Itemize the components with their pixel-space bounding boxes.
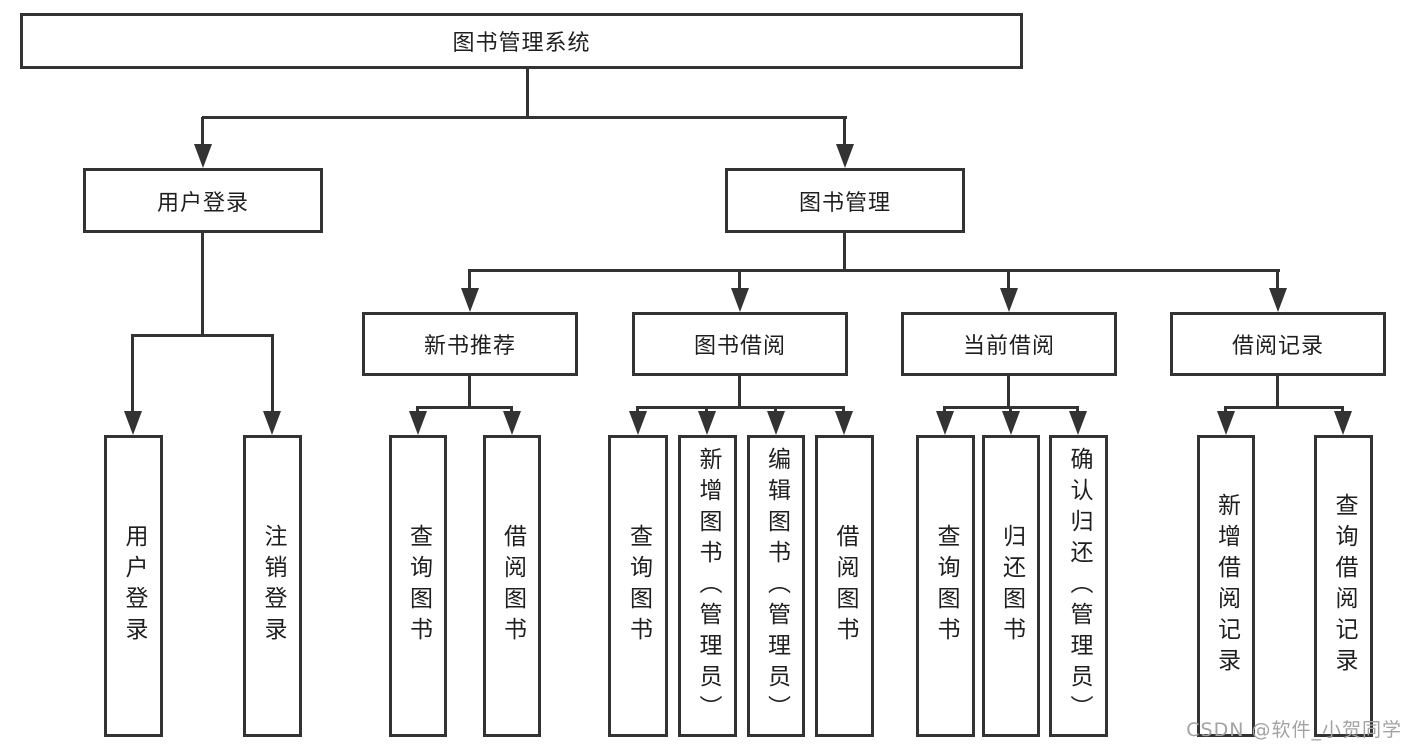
connector-line [738, 376, 741, 408]
connector-line [738, 270, 741, 290]
arrow-down-icon [836, 144, 854, 168]
node-label: 确认归还（管理员） [1066, 446, 1092, 726]
leaf-borrow-books: 借阅图书 [483, 435, 541, 737]
node-label: 新书推荐 [423, 334, 516, 359]
node-label: 新增借阅记录 [1213, 493, 1240, 679]
node-label: 用户登录 [121, 524, 147, 648]
node-label: 借阅记录 [1231, 334, 1324, 359]
connector-line [636, 406, 639, 413]
node-label: 归还图书 [998, 524, 1025, 648]
arrow-down-icon [194, 144, 212, 168]
node-label: 新增图书（管理员） [695, 446, 721, 726]
node-label: 用户登录 [156, 190, 249, 216]
node-user-login: 用户登录 [83, 168, 323, 233]
connector-line [1007, 270, 1010, 290]
connector-line [131, 335, 134, 413]
arrow-down-icon [1069, 411, 1087, 435]
arrow-down-icon [1269, 288, 1287, 312]
connector-line [202, 116, 847, 119]
node-library-management-system: 图书管理系统 [20, 13, 1023, 69]
arrow-down-icon [629, 411, 647, 435]
node-label: 编辑图书（管理员） [763, 446, 790, 726]
connector-line [1341, 406, 1344, 413]
node-label: 查询图书 [405, 524, 432, 648]
leaf-query-books: 查询图书 [916, 435, 975, 737]
node-current-borrowing: 当前借阅 [901, 312, 1117, 376]
arrow-down-icon [698, 411, 716, 435]
connector-line [131, 334, 274, 337]
arrow-down-icon [1000, 288, 1018, 312]
node-label: 当前借阅 [962, 334, 1055, 359]
connector-line [843, 233, 846, 272]
connector-line [943, 406, 946, 413]
node-new-book-recommendation: 新书推荐 [362, 312, 578, 376]
node-label: 注销登录 [260, 524, 286, 648]
connector-line [201, 233, 204, 337]
connector-line [1276, 270, 1279, 290]
leaf-logout: 注销登录 [243, 435, 302, 737]
connector-line [201, 117, 204, 147]
arrow-down-icon [263, 411, 281, 435]
connector-line [1276, 376, 1279, 408]
connector-line [842, 406, 845, 413]
node-borrowing-records: 借阅记录 [1170, 312, 1386, 376]
leaf-return-books: 归还图书 [982, 435, 1040, 737]
leaf-user-login: 用户登录 [104, 435, 163, 737]
connector-line [705, 406, 708, 413]
leaf-confirm-return-admin: 确认归还（管理员） [1049, 435, 1108, 737]
node-label: 图书管理系统 [452, 31, 591, 56]
arrow-down-icon [731, 288, 749, 312]
connector-line [1076, 406, 1079, 413]
node-label: 查询图书 [625, 524, 652, 648]
leaf-query-books: 查询图书 [608, 435, 668, 737]
node-label: 图书管理 [798, 190, 891, 216]
leaf-add-borrow-record: 新增借阅记录 [1197, 435, 1255, 737]
leaf-query-borrow-record: 查询借阅记录 [1314, 435, 1373, 737]
connector-line [774, 406, 777, 413]
connector-line [1224, 406, 1344, 409]
arrow-down-icon [409, 411, 427, 435]
connector-line [1007, 376, 1010, 408]
connector-line [271, 335, 274, 413]
node-label: 查询图书 [933, 524, 959, 648]
connector-line [468, 270, 471, 290]
arrow-down-icon [124, 411, 142, 435]
arrow-down-icon [767, 411, 785, 435]
arrow-down-icon [1002, 411, 1020, 435]
arrow-down-icon [503, 411, 521, 435]
connector-line [526, 69, 529, 119]
arrow-down-icon [461, 288, 479, 312]
node-label: 查询借阅记录 [1331, 493, 1357, 679]
connector-line [510, 406, 513, 413]
connector-line [1224, 406, 1227, 413]
connector-line [416, 406, 419, 413]
node-label: 借阅图书 [832, 524, 858, 648]
connector-line [468, 269, 1280, 272]
connector-line [468, 376, 471, 408]
arrow-down-icon [936, 411, 954, 435]
leaf-borrow-books: 借阅图书 [815, 435, 874, 737]
csdn-watermark: CSDN @软件_小贺同学 [1186, 719, 1402, 741]
node-label: 图书借阅 [693, 334, 786, 359]
connector-line [1009, 406, 1012, 413]
arrow-down-icon [835, 411, 853, 435]
connector-line [636, 406, 845, 409]
connector-line [843, 117, 846, 147]
arrow-down-icon [1217, 411, 1235, 435]
leaf-add-books-admin: 新增图书（管理员） [678, 435, 737, 737]
leaf-edit-books-admin: 编辑图书（管理员） [747, 435, 805, 737]
node-book-borrowing: 图书借阅 [632, 312, 848, 376]
leaf-query-books: 查询图书 [389, 435, 447, 737]
arrow-down-icon [1334, 411, 1352, 435]
node-label: 借阅图书 [499, 524, 526, 648]
connector-line [416, 406, 513, 409]
node-book-management: 图书管理 [725, 168, 965, 233]
